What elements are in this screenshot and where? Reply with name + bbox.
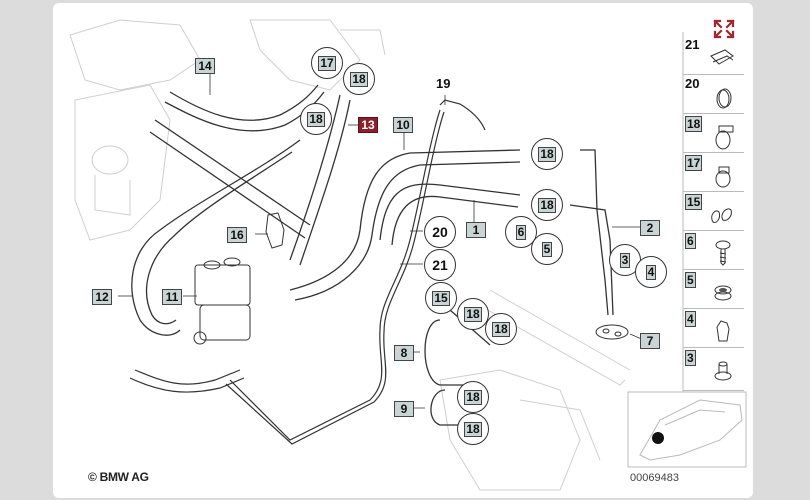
legend-item-3[interactable]: 3 xyxy=(683,348,744,391)
legend-item-21[interactable]: 21 xyxy=(683,36,744,75)
callout-18-label: 18 xyxy=(492,321,510,337)
callout-21[interactable]: 21 xyxy=(424,249,456,281)
callout-18[interactable]: 18 xyxy=(343,63,375,95)
callout-18[interactable]: 18 xyxy=(457,381,489,413)
callout-18[interactable]: 18 xyxy=(485,313,517,345)
callout-15-label: 15 xyxy=(432,290,450,306)
callout-4[interactable]: 4 xyxy=(635,256,667,288)
legend-num: 6 xyxy=(685,233,696,249)
callout-18[interactable]: 18 xyxy=(300,103,332,135)
expand-icon xyxy=(713,19,735,39)
callout-19[interactable]: 19 xyxy=(436,76,451,91)
bracket-7 xyxy=(595,324,629,340)
rivet-icon xyxy=(714,361,732,381)
legend-num: 15 xyxy=(685,194,703,210)
hoses xyxy=(131,84,614,426)
diagram-id: 00069483 xyxy=(630,472,679,484)
callout-18-label: 18 xyxy=(538,197,556,213)
callout-17-label: 17 xyxy=(318,55,336,71)
heater-valve xyxy=(193,257,251,345)
hose-holder-icon xyxy=(711,208,732,223)
callout-5-label: 5 xyxy=(541,241,553,257)
locator-frame xyxy=(627,391,747,468)
callout-9[interactable]: 9 xyxy=(394,401,414,417)
legend-item-5[interactable]: 5 xyxy=(683,270,744,309)
engine-block-outline xyxy=(69,19,631,491)
callout-14[interactable]: 14 xyxy=(195,58,215,74)
legend-num: 5 xyxy=(685,272,696,288)
legend-item-4[interactable]: 4 xyxy=(683,309,744,348)
callout-18-label: 18 xyxy=(307,111,325,127)
legend-num: 3 xyxy=(685,350,696,366)
pipes xyxy=(129,99,486,445)
callout-6-label: 6 xyxy=(515,224,527,240)
legend-item-17[interactable]: 17 xyxy=(683,153,744,192)
callout-20-label: 20 xyxy=(432,223,448,240)
callout-16[interactable]: 16 xyxy=(227,227,247,243)
callout-13[interactable]: 13 xyxy=(358,117,378,133)
callout-1[interactable]: 1 xyxy=(466,222,486,238)
legend-num: 21 xyxy=(685,37,700,52)
worm-clamp-icon xyxy=(715,125,734,150)
copyright-text: © BMW AG xyxy=(88,470,149,484)
legend-num: 18 xyxy=(685,116,703,132)
worm-clamp-icon xyxy=(715,166,731,188)
legend-num: 17 xyxy=(685,155,703,171)
legend-item-18[interactable]: 18 xyxy=(683,114,744,153)
clip-nut-icon xyxy=(716,320,730,342)
callout-2[interactable]: 2 xyxy=(640,220,660,236)
clip-16 xyxy=(265,212,285,249)
callout-18[interactable]: 18 xyxy=(531,138,563,170)
callout-18-label: 18 xyxy=(464,306,482,322)
callout-18[interactable]: 18 xyxy=(457,298,489,330)
callout-12[interactable]: 12 xyxy=(92,289,112,305)
callout-11[interactable]: 11 xyxy=(162,289,182,305)
callout-10[interactable]: 10 xyxy=(393,117,413,133)
expand-button[interactable] xyxy=(712,18,736,40)
legend-item-6[interactable]: 6 xyxy=(683,231,744,270)
hose-clamp-icon xyxy=(716,88,732,109)
locator-marker xyxy=(652,432,664,444)
screw-icon xyxy=(715,240,731,266)
callout-15[interactable]: 15 xyxy=(425,282,457,314)
callout-20[interactable]: 20 xyxy=(424,216,456,248)
legend-item-20[interactable]: 20 xyxy=(683,75,744,114)
callout-18-label: 18 xyxy=(464,389,482,405)
callout-3-label: 3 xyxy=(619,252,631,268)
clip-icon xyxy=(710,49,734,65)
callout-7[interactable]: 7 xyxy=(640,333,660,349)
legend-item-15[interactable]: 15 xyxy=(683,192,744,231)
legend-num: 4 xyxy=(685,311,696,327)
locator-car xyxy=(639,399,743,461)
callout-17[interactable]: 17 xyxy=(311,47,343,79)
callout-18-label: 18 xyxy=(350,71,368,87)
callout-5[interactable]: 5 xyxy=(531,233,563,265)
callout-18-label: 18 xyxy=(538,146,556,162)
callout-21-label: 21 xyxy=(432,256,448,273)
legend-num: 20 xyxy=(685,76,700,91)
callout-4-label: 4 xyxy=(645,264,657,280)
grommet-icon xyxy=(714,285,732,301)
callout-18[interactable]: 18 xyxy=(457,413,489,445)
callout-18[interactable]: 18 xyxy=(531,189,563,221)
callout-18-label: 18 xyxy=(464,421,482,437)
callout-8[interactable]: 8 xyxy=(394,345,414,361)
